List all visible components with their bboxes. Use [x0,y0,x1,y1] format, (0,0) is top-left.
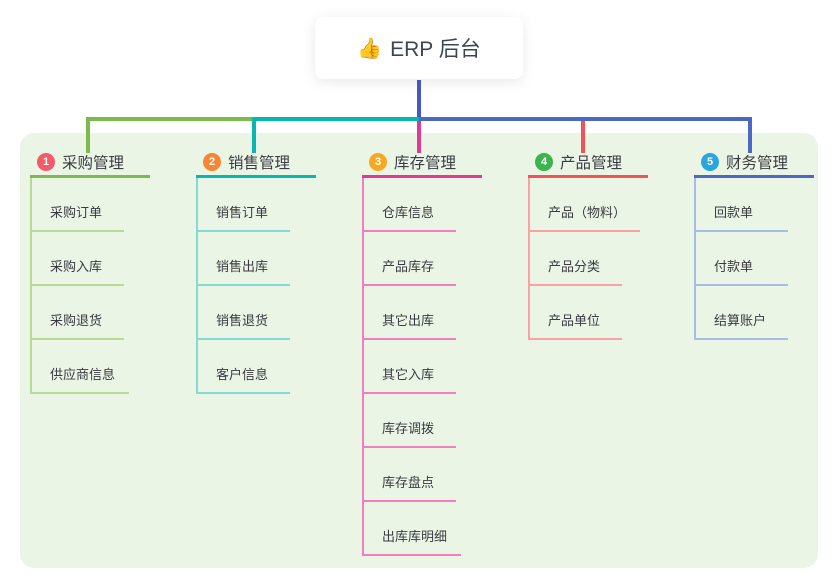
child-node[interactable]: 销售出库 [198,232,290,286]
child-node[interactable]: 产品（物料） [530,178,641,232]
child-node[interactable]: 付款单 [696,232,788,286]
connector-root [417,80,421,118]
connector-bus-segment-3 [419,117,752,121]
connector-branch-5 [748,117,752,153]
branch-title-label: 库存管理 [394,154,457,172]
child-node[interactable]: 产品分类 [530,232,622,286]
branch-5: 5 财务管理回款单付款单结算账户 [694,146,814,340]
child-node[interactable]: 库存盘点 [364,448,456,502]
branch-children-2: 销售订单销售出库销售退货客户信息 [196,178,316,394]
child-node[interactable]: 销售订单 [198,178,290,232]
branch-title-label: 采购管理 [62,154,125,172]
branch-title-2[interactable]: 2 销售管理 [196,146,316,178]
branch-4: 4 产品管理产品（物料）产品分类产品单位 [528,146,648,340]
mindmap-panel [20,133,818,568]
child-node[interactable]: 采购入库 [32,232,124,286]
child-node[interactable]: 客户信息 [198,340,290,394]
branch-children-4: 产品（物料）产品分类产品单位 [528,178,648,340]
connector-branch-2 [252,117,256,153]
branch-title-1[interactable]: 1 采购管理 [30,146,150,178]
branch-title-label: 产品管理 [560,154,623,172]
branch-3: 3 库存管理仓库信息产品库存其它出库其它入库库存调拨库存盘点出库库明细 [362,146,482,556]
branch-children-5: 回款单付款单结算账户 [694,178,814,340]
connector-branch-4 [581,121,585,153]
child-node[interactable]: 供应商信息 [32,340,130,394]
thumbs-up-icon: 👍 [357,37,383,60]
branch-1: 1 采购管理采购订单采购入库采购退货供应商信息 [30,146,150,394]
root-node[interactable]: 👍 ERP 后台 [315,17,523,79]
branch-number-badge: 2 [203,152,221,171]
branch-number-badge: 3 [369,152,387,171]
branch-title-3[interactable]: 3 库存管理 [362,146,482,178]
child-node[interactable]: 出库库明细 [364,502,462,556]
branch-title-label: 销售管理 [228,154,291,172]
child-node[interactable]: 产品库存 [364,232,456,286]
child-node[interactable]: 仓库信息 [364,178,456,232]
child-node[interactable]: 其它出库 [364,286,456,340]
connector-branch-3 [417,121,421,153]
connector-bus-segment-1 [86,117,256,121]
child-node[interactable]: 销售退货 [198,286,290,340]
branch-2: 2 销售管理销售订单销售出库销售退货客户信息 [196,146,316,394]
child-node[interactable]: 库存调拨 [364,394,456,448]
connector-branch-1 [86,117,90,153]
child-node[interactable]: 采购退货 [32,286,124,340]
child-node[interactable]: 采购订单 [32,178,124,232]
child-node[interactable]: 结算账户 [696,286,788,340]
branch-children-3: 仓库信息产品库存其它出库其它入库库存调拨库存盘点出库库明细 [362,178,482,556]
branch-number-badge: 4 [535,152,553,171]
root-node-label: ERP 后台 [390,38,481,61]
branch-title-label: 财务管理 [726,154,789,172]
branch-children-1: 采购订单采购入库采购退货供应商信息 [30,178,150,394]
child-node[interactable]: 其它入库 [364,340,456,394]
child-node[interactable]: 回款单 [696,178,788,232]
branch-title-4[interactable]: 4 产品管理 [528,146,648,178]
branch-number-badge: 5 [701,152,719,171]
connector-bus-segment-2 [252,117,419,121]
branch-number-badge: 1 [37,152,55,171]
branch-title-5[interactable]: 5 财务管理 [694,146,814,178]
child-node[interactable]: 产品单位 [530,286,622,340]
